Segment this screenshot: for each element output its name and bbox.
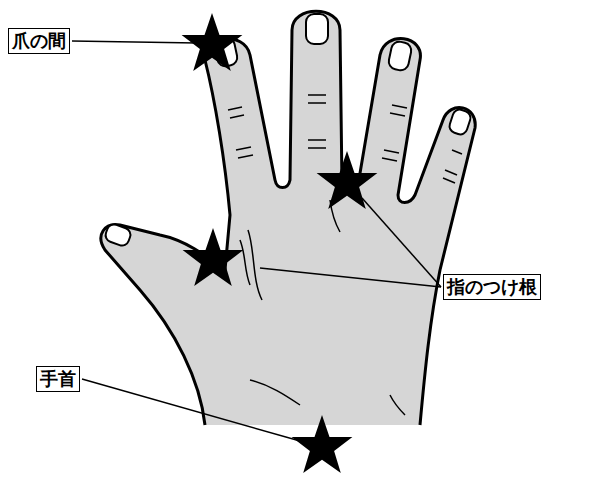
hand-fill (101, 11, 475, 425)
leader-line (82, 379, 300, 441)
star (292, 415, 353, 473)
star (183, 228, 244, 286)
leader-line (72, 41, 197, 43)
finger-nails (104, 14, 473, 248)
label-text: 手首 (40, 368, 76, 389)
label-box: 手首 (36, 366, 80, 392)
leader-line (260, 268, 441, 287)
leader-line (362, 198, 441, 287)
hand-outline (101, 11, 475, 425)
label-box: 指のつけ根 (443, 274, 541, 300)
star (182, 13, 243, 71)
point-stars (182, 13, 378, 473)
label-box: 爪の間 (8, 28, 70, 54)
skin-creases (228, 95, 462, 415)
star (317, 151, 378, 209)
label-text: 指のつけ根 (447, 276, 537, 297)
label-text: 爪の間 (12, 30, 66, 51)
